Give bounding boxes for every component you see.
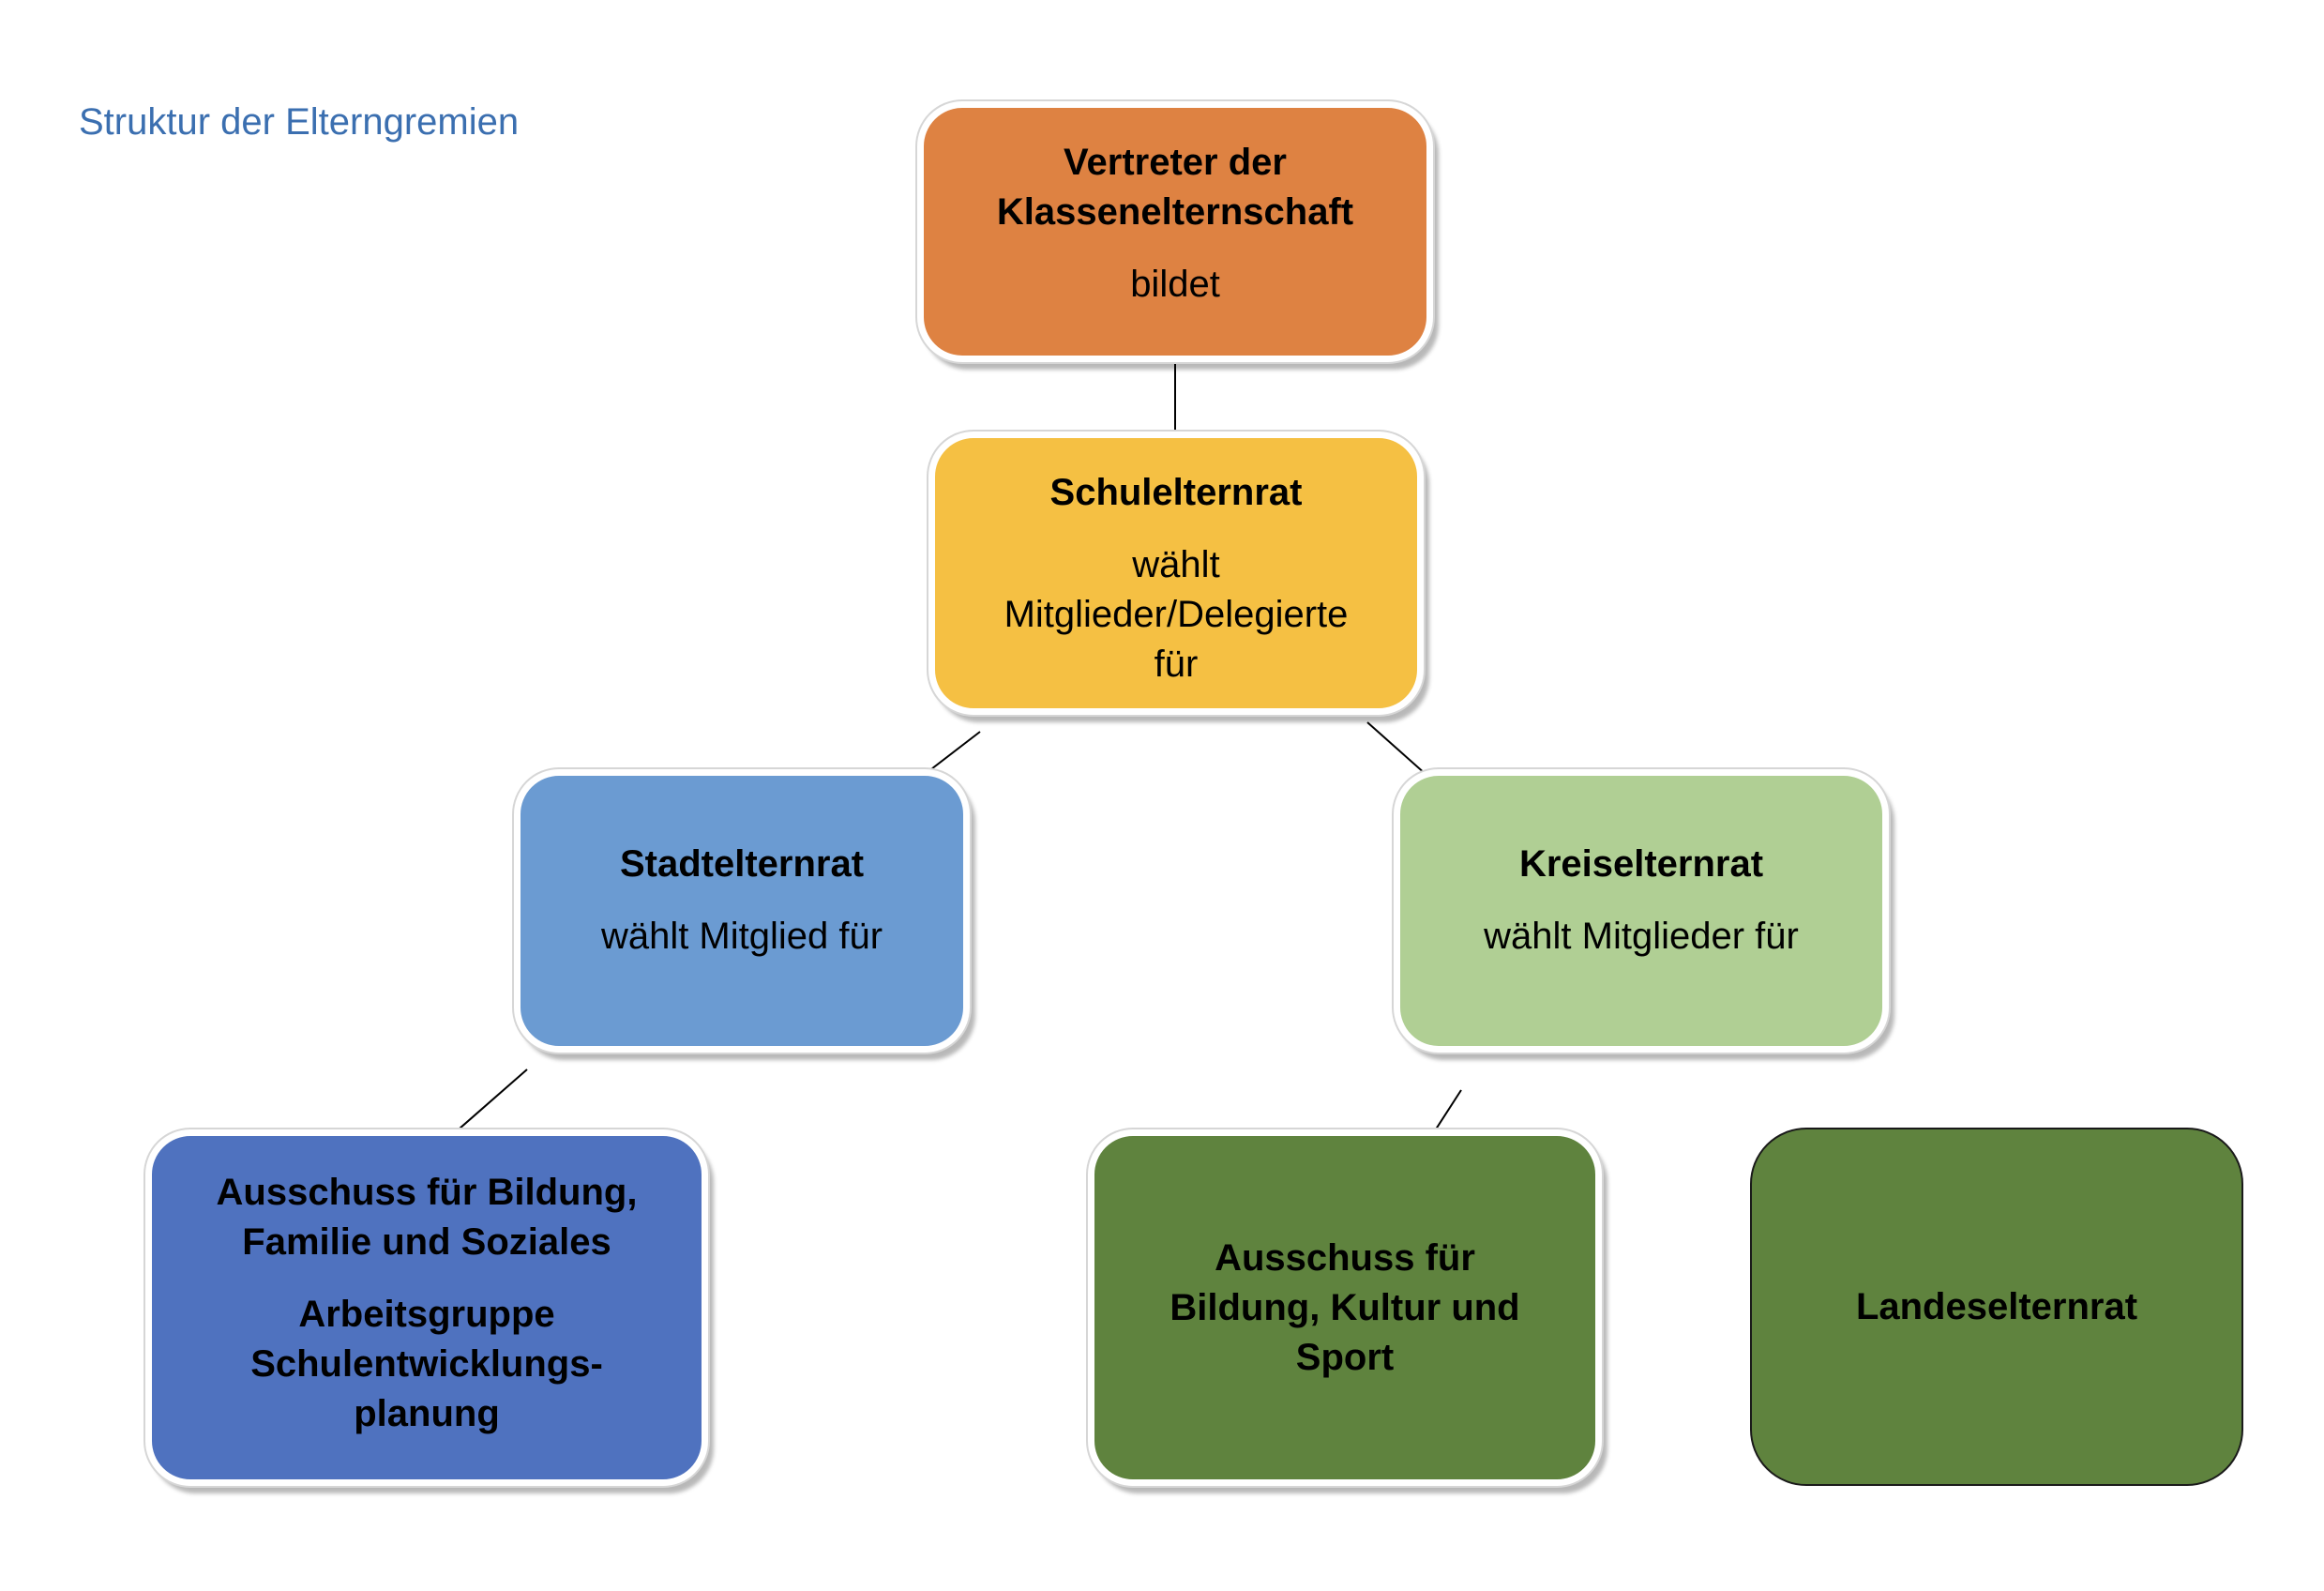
node-city-committee: Ausschuss für Bildung, Familie und Sozia… [145, 1129, 708, 1486]
node-title-line: Ausschuss für Bildung, [216, 1172, 638, 1213]
node-city-parents-council: Stadtelternrat wählt Mitglied für [514, 769, 970, 1053]
node-subtitle-line: für [1154, 644, 1199, 685]
node-parents-representatives: Vertreter der Klassenelternschaft bildet [917, 101, 1433, 362]
node-title: Stadtelternrat [619, 843, 865, 885]
node-title: Schulelternrat [1049, 472, 1303, 513]
node-title-line: planung [354, 1393, 500, 1434]
node-title: Kreiselternrat [1518, 843, 1764, 885]
node-title-line: Bildung, Kultur und [1170, 1286, 1520, 1328]
node-district-committee: Ausschuss für Bildung, Kultur und Sport [1088, 1129, 1602, 1486]
node-district-parents-council: Kreiselternrat wählt Mitglieder für [1394, 769, 1889, 1053]
node-subtitle: wählt Mitglied für [600, 916, 883, 957]
node-title: Landeselternrat [1855, 1285, 2138, 1327]
node-state-parents-council: Landeselternrat [1750, 1128, 2243, 1486]
node-title-line: Sport [1295, 1336, 1395, 1378]
node-subtitle-line: wählt [1132, 544, 1220, 585]
page-title: Struktur der Elterngremien [79, 101, 520, 143]
node-subtitle-line: Mitglieder/Delegierte [1004, 594, 1349, 635]
node-subtitle: wählt Mitglieder für [1484, 916, 1799, 957]
node-school-parents-council: Schulelternrat wählt Mitglieder/Delegier… [928, 432, 1424, 715]
node-title-line: Ausschuss für [1215, 1236, 1475, 1279]
node-title-line: Schulentwicklungs- [250, 1343, 603, 1385]
node-title-line: Arbeitsgruppe [298, 1294, 555, 1335]
node-title-line: Vertreter der [1064, 142, 1287, 183]
node-subtitle: bildet [1130, 264, 1220, 305]
node-title-line: Familie und Soziales [242, 1221, 611, 1263]
node-title-line: Klassenelternschaft [996, 191, 1354, 233]
